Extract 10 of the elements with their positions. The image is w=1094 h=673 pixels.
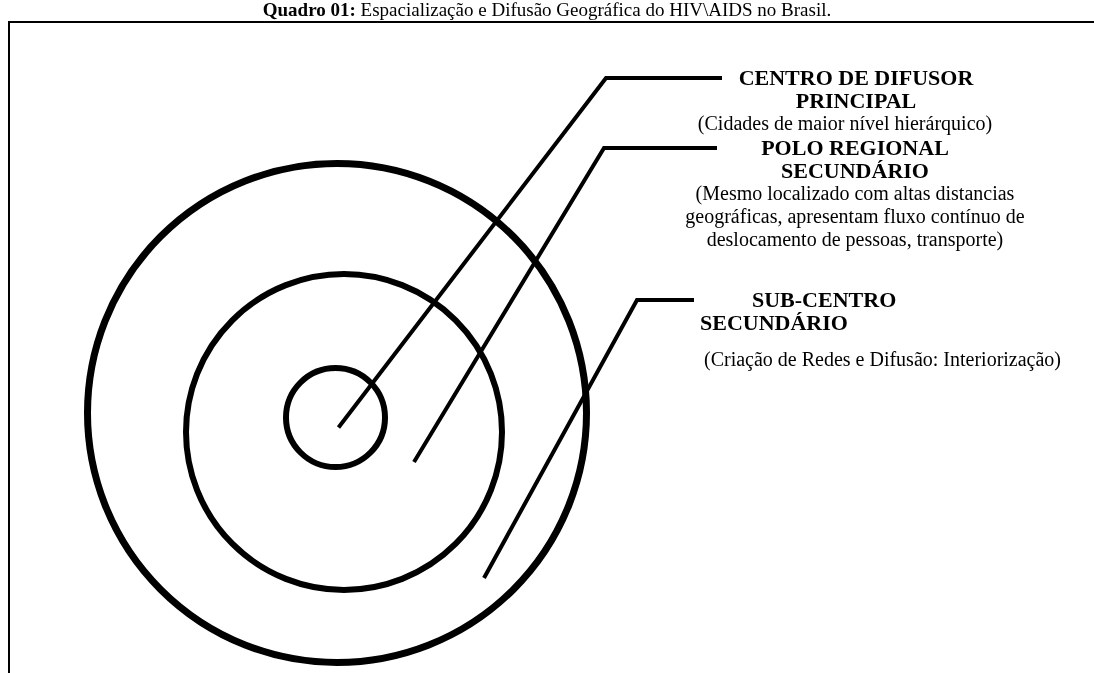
zone-heading: SUB-CENTRO SECUNDÁRIO xyxy=(700,288,898,334)
zone-heading: POLO REGIONAL SECUNDÁRIO xyxy=(760,136,950,182)
zone-heading: CENTRO DE DIFUSOR PRINCIPAL xyxy=(737,66,975,112)
title: Quadro 01: Espacialização e Difusão Geográfica do HIV\AIDS no Brasil. xyxy=(261,0,833,20)
zone-description: (Cidades de maior nível hierárquico) xyxy=(696,112,994,135)
zone-description: (Criação de Redes e Difusão: Interiorização) xyxy=(702,348,1063,371)
leader-line xyxy=(482,298,694,579)
leader-line xyxy=(412,146,717,464)
zone-description: (Mesmo localizado com altas distancias geográficas, apresentam fluxo contínuo de deslocamento de pessoas, transporte) xyxy=(685,182,1025,251)
leader-line xyxy=(336,76,722,429)
